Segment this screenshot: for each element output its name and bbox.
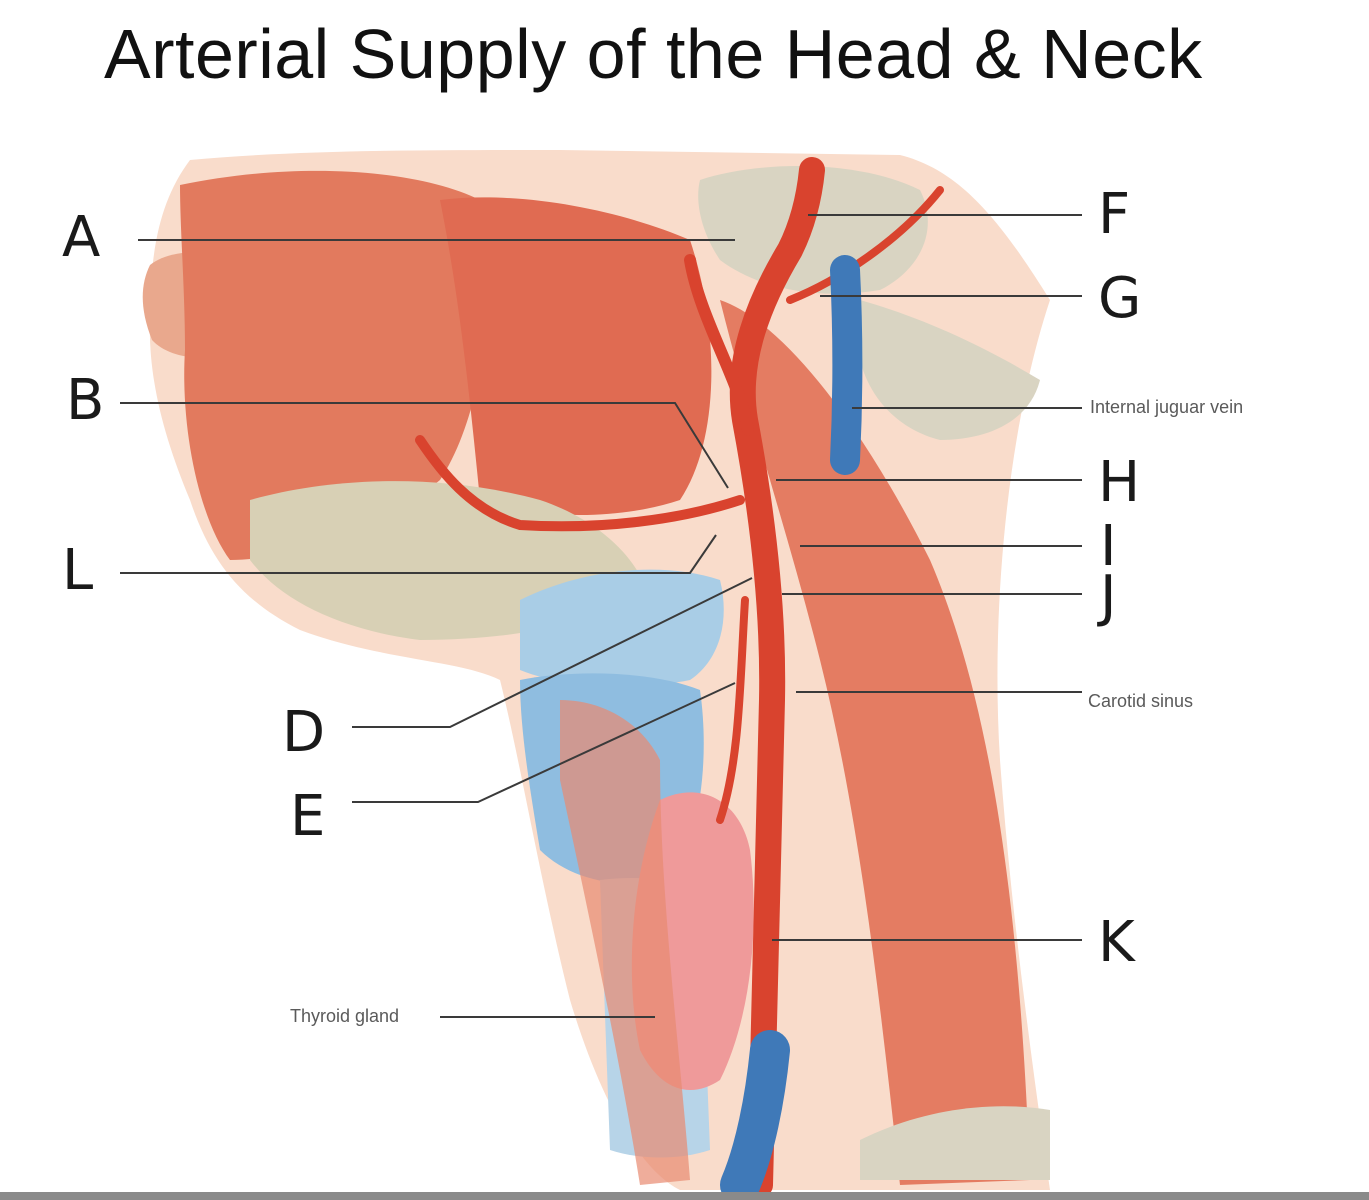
strap-muscles [560,700,690,1185]
label-l: L [62,538,94,603]
facial-artery [415,435,745,532]
label-f: F [1098,182,1131,247]
leader-e [352,682,736,803]
label-carotid-sinus: Carotid sinus [1088,691,1194,711]
internal-jugular-vein [830,255,863,475]
label-a: A [62,205,101,270]
external-carotid-artery [684,254,754,436]
label-h: H [1098,450,1141,515]
superior-thyroid-artery [716,596,749,824]
cervical-bone [860,300,1040,440]
skull-bone [698,166,928,294]
label-g: G [1098,266,1142,331]
label-internal-jugular-vein: Internal juguar vein [1090,397,1244,417]
label-e: E [290,784,326,849]
label-thyroid-gland: Thyroid gland [290,1006,400,1026]
leader-lines [120,214,1082,1018]
common-carotid-artery [729,157,825,1198]
leader-l [120,534,717,574]
bottom-border [0,1192,1369,1200]
occipital-artery [786,186,944,304]
label-d: D [282,700,326,765]
sternocleidomastoid [720,300,1030,1185]
label-k: K [1098,910,1135,975]
label-b: B [66,368,105,433]
larynx-upper-cartilage [520,569,724,687]
leader-d [352,577,753,728]
label-i: I [1100,514,1117,579]
clavicle [860,1106,1050,1180]
label-j: J [1100,564,1117,629]
leader-b [120,402,729,489]
facial-muscles [180,170,488,561]
masseter-muscle [440,197,712,516]
page-title: Arterial Supply of the Head & Neck [104,15,1203,93]
jugular-vein-lower [720,1030,790,1200]
